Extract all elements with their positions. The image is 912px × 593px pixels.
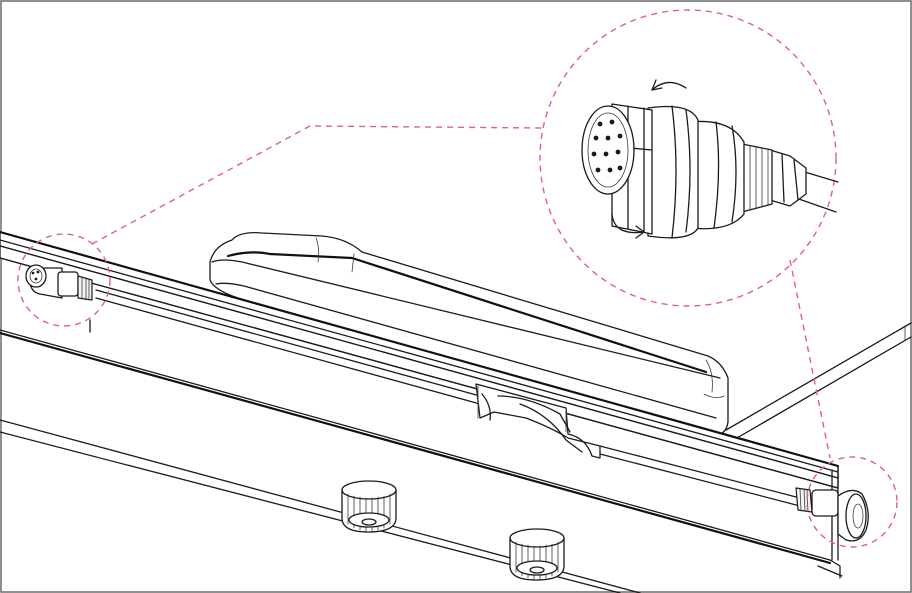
control-handset: [209, 232, 729, 437]
left-connector: [25, 264, 93, 301]
callout-circle-zoom: [539, 9, 837, 307]
callout-circle-left: [17, 233, 111, 327]
connection-cable: [95, 289, 801, 507]
right-connector: [795, 487, 869, 542]
callout-leader-left: [91, 125, 543, 245]
cabinet-side-panel: [725, 322, 912, 443]
connector-detail-zoom: [581, 103, 839, 239]
adjustment-knob-left: [341, 480, 397, 533]
adjustment-knob-right: [509, 528, 565, 581]
front-rail: [0, 230, 840, 561]
callout-circle-right: [806, 456, 898, 548]
curved-arrow-icon: [651, 79, 687, 91]
callout-highlights: [17, 9, 898, 548]
curved-arrow-icon: [611, 213, 645, 239]
callout-leader-right: [789, 259, 831, 459]
cable-clip: [475, 383, 601, 459]
